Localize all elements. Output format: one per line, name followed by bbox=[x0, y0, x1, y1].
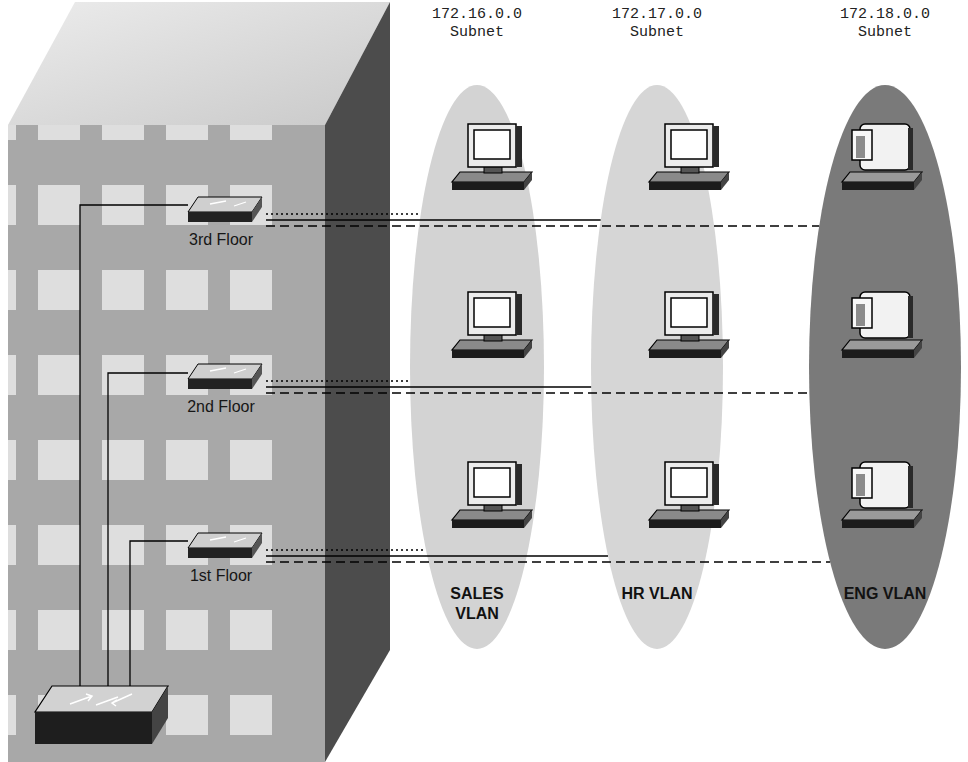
computer-icon bbox=[452, 462, 532, 528]
computer-icon bbox=[452, 124, 532, 190]
vlan-label: SALES VLAN bbox=[435, 584, 519, 624]
vlan-outline bbox=[410, 6, 544, 660]
floor-label: 3rd Floor bbox=[176, 230, 266, 249]
computer-icon bbox=[649, 292, 729, 358]
switch-symbol bbox=[176, 528, 266, 562]
vlan-ellipse: 172.17.0.0 Subnet HR VLAN bbox=[591, 6, 723, 660]
vlan-link bbox=[266, 549, 426, 550]
computer-icon bbox=[842, 292, 922, 358]
vlan-link bbox=[266, 380, 410, 381]
vlan-link bbox=[266, 213, 421, 214]
computer-icon bbox=[842, 462, 922, 528]
vlan-link bbox=[266, 561, 830, 562]
vlan-ellipse: 172.16.0.0 SubnetSALES VLAN bbox=[410, 6, 544, 660]
subnet-heading: 172.17.0.0 Subnet bbox=[605, 6, 709, 42]
switch-symbol bbox=[176, 192, 266, 226]
floor-label: 1st Floor bbox=[176, 566, 266, 585]
computer-icon bbox=[842, 124, 922, 190]
vlan-ellipse: 172.18.0.0 SubnetENG VLAN bbox=[809, 6, 961, 660]
vlan-outline bbox=[591, 6, 723, 660]
floor-label: 2nd Floor bbox=[176, 397, 266, 416]
vlan-link bbox=[266, 225, 819, 226]
floor-switch: 3rd Floor bbox=[176, 192, 266, 249]
computer-icon bbox=[452, 292, 532, 358]
computer-icon bbox=[649, 462, 729, 528]
computer-icon bbox=[649, 124, 729, 190]
vlan-label: ENG VLAN bbox=[843, 584, 927, 604]
vlan-label: HR VLAN bbox=[615, 584, 699, 604]
floor-switch: 2nd Floor bbox=[176, 359, 266, 416]
subnet-heading: 172.18.0.0 Subnet bbox=[833, 6, 937, 42]
floor-switch: 1st Floor bbox=[176, 528, 266, 585]
subnet-heading: 172.16.0.0 Subnet bbox=[425, 6, 529, 42]
vlan-outline bbox=[809, 6, 961, 660]
switch-symbol bbox=[176, 359, 266, 393]
